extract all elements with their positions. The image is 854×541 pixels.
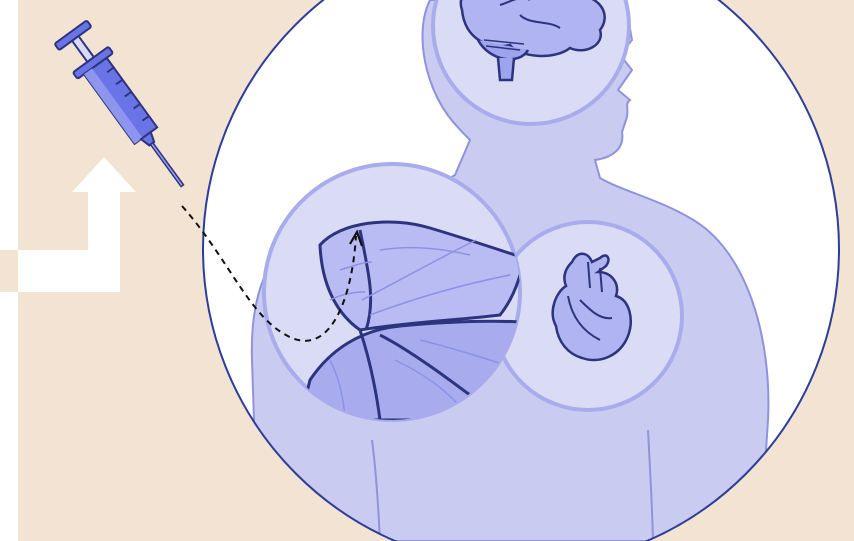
heart-inset: [494, 222, 682, 410]
white-side-panel: [0, 0, 18, 250]
deltoid-muscle-inset: [264, 164, 524, 420]
